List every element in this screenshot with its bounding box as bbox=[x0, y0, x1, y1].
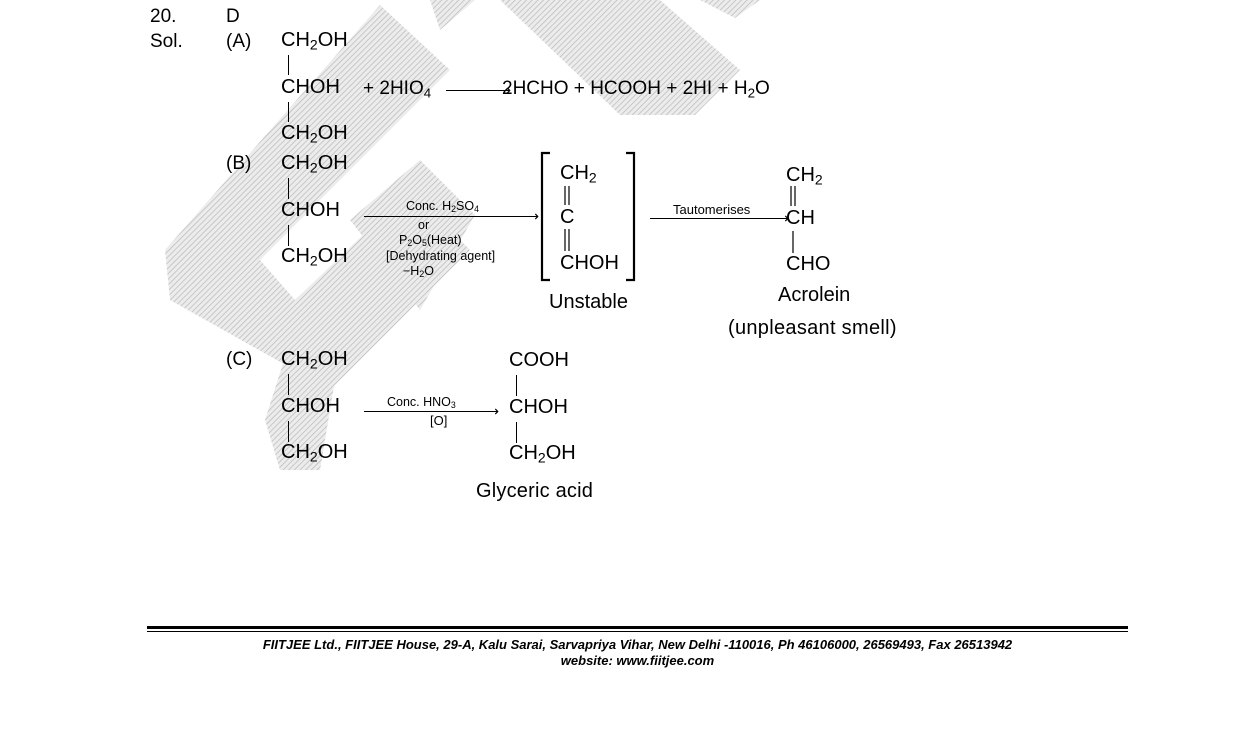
acrolein-note: (unpleasant smell) bbox=[728, 317, 897, 339]
footer-rule-thick bbox=[147, 626, 1128, 629]
acrolein-mid: CH bbox=[786, 207, 815, 229]
part-b-condition-2: P2O5(Heat) bbox=[399, 233, 462, 249]
part-b-label: (B) bbox=[226, 153, 252, 174]
part-b-reactant-c2: CHOH bbox=[281, 199, 340, 221]
part-b-condition-4: −H2O bbox=[403, 264, 434, 280]
intermediate-bottom: CHOH bbox=[560, 252, 619, 274]
glyceric-name: Glyceric acid bbox=[476, 480, 594, 502]
part-a-label: (A) bbox=[226, 31, 252, 52]
footer-address: FIITJEE Ltd., FIITJEE House, 29-A, Kalu … bbox=[262, 637, 1013, 652]
part-a-reactant-c3: CH2OH bbox=[281, 122, 348, 146]
acrolein-name: Acrolein bbox=[778, 284, 851, 306]
question-number: 20. bbox=[150, 6, 177, 27]
part-a-products: 2HCHO + HCOOH + 2HI + H2O bbox=[502, 78, 770, 101]
part-b-condition-3: [Dehydrating agent] bbox=[386, 249, 496, 263]
footer-rule-thin bbox=[147, 631, 1128, 633]
part-b-reactant-c1: CH2OH bbox=[281, 152, 348, 176]
part-c-reactant-c1: CH2OH bbox=[281, 348, 348, 372]
part-c-condition-1: Conc. HNO3 bbox=[387, 395, 456, 411]
part-c-reactant-c3: CH2OH bbox=[281, 441, 348, 465]
answer-option: D bbox=[226, 6, 240, 27]
part-a-reactant-c2: CHOH bbox=[281, 76, 340, 98]
arrow-head-c: ⟶ bbox=[479, 403, 500, 419]
part-b-condition-1: Conc. H2SO4 bbox=[406, 199, 479, 215]
tautomerises-label: Tautomerises bbox=[673, 202, 751, 217]
intermediate-label: Unstable bbox=[549, 291, 628, 313]
arrow-head-b2: ⟶ bbox=[769, 210, 790, 226]
part-c-condition-2: [O] bbox=[430, 413, 448, 428]
acrolein-top: CH2 bbox=[786, 164, 823, 188]
glyceric-bottom: CH2OH bbox=[509, 442, 576, 466]
part-a-reagent: + 2HIO4 bbox=[363, 78, 432, 101]
solution-label: Sol. bbox=[150, 31, 183, 52]
part-b-condition-or: or bbox=[418, 218, 430, 232]
part-a-reactant-c1: CH2OH bbox=[281, 29, 348, 53]
intermediate-top: CH2 bbox=[560, 162, 597, 186]
glyceric-top: COOH bbox=[509, 349, 569, 371]
part-b-reactant-c3: CH2OH bbox=[281, 245, 348, 269]
part-c-reactant-c2: CHOH bbox=[281, 395, 340, 417]
arrow-head-b1: ⟶ bbox=[519, 208, 540, 224]
intermediate-mid: C bbox=[560, 206, 575, 228]
arrow-head-a: ⟶ bbox=[491, 82, 512, 98]
footer-website: website: www.fiitjee.com bbox=[560, 653, 715, 668]
part-c-label: (C) bbox=[226, 349, 253, 370]
acrolein-bottom: CHO bbox=[786, 253, 831, 275]
glyceric-mid: CHOH bbox=[509, 396, 568, 418]
